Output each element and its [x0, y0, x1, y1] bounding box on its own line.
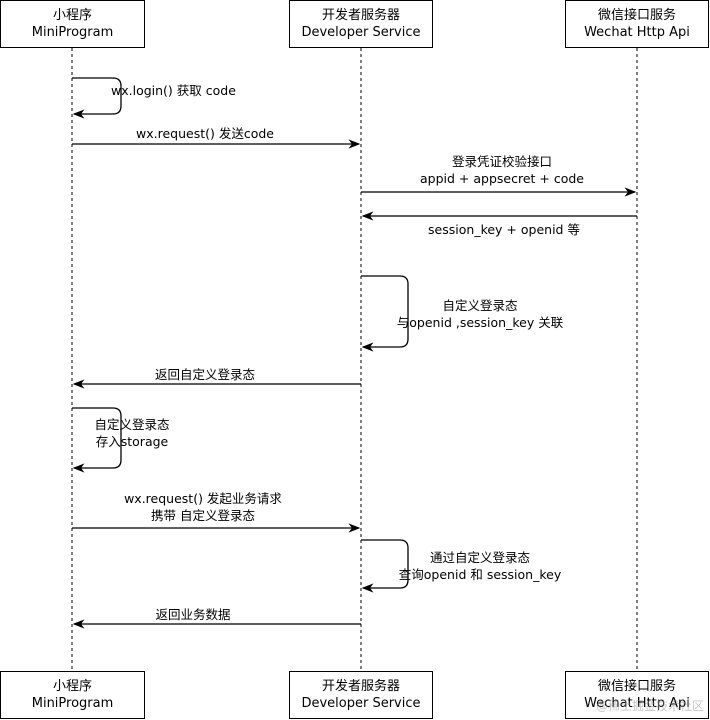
participant-name-en: MiniProgram: [31, 696, 114, 711]
message-label-line: 登录凭证校验接口: [451, 154, 553, 169]
message-arrow-wx-login: [72, 77, 122, 119]
message-label-line: 自定义登录态: [94, 417, 170, 432]
message-label-store-storage: 自定义登录态 存入storage: [94, 416, 169, 450]
participant-miniprogram-top: 小程序 MiniProgram: [0, 0, 145, 48]
watermark: @稀土掘金技术社区: [595, 699, 704, 713]
message-arrow-query-openid: [361, 539, 409, 593]
message-label-code2session: 登录凭证校验接口 appid + appsecret + code: [420, 153, 584, 187]
message-label-line: 通过自定义登录态: [429, 550, 531, 565]
participant-name-cn: 微信接口服务: [597, 8, 676, 23]
message-arrow-custom-session: [361, 275, 409, 352]
participant-name-en: MiniProgram: [31, 25, 114, 40]
participant-name-cn: 小程序: [52, 8, 92, 23]
message-label-query-openid: 通过自定义登录态 查询openid 和 session_key: [399, 549, 561, 583]
participant-name-en: Developer Service: [301, 25, 421, 40]
participant-name-en: Wechat Http Api: [584, 696, 690, 711]
participant-name-cn: 小程序: [52, 679, 92, 694]
message-label-line: 与openid ,session_key 关联: [396, 315, 564, 330]
message-label-send-code: wx.request() 发送code: [136, 125, 274, 142]
message-label-line: wx.request() 发送code: [136, 126, 274, 141]
message-label-line: 返回自定义登录态: [154, 367, 256, 382]
participant-name-cn: 微信接口服务: [597, 679, 676, 694]
participant-wechat-api-top: 微信接口服务 Wechat Http Api: [565, 0, 709, 48]
message-label-line: 返回业务数据: [155, 607, 231, 622]
participant-name-en: Wechat Http Api: [584, 25, 690, 40]
message-label-session-key-return: session_key + openid 等: [428, 221, 580, 238]
message-label-business-request: wx.request() 发起业务请求 携带 自定义登录态: [124, 490, 282, 524]
participant-developer-service-bottom: 开发者服务器 Developer Service: [289, 671, 433, 719]
participant-developer-service-top: 开发者服务器 Developer Service: [289, 0, 433, 48]
participant-miniprogram-bottom: 小程序 MiniProgram: [0, 671, 145, 719]
message-arrow-store-storage: [72, 407, 122, 473]
message-label-line: 携带 自定义登录态: [151, 508, 255, 523]
participant-name-cn: 开发者服务器: [321, 8, 400, 23]
message-label-wx-login: wx.login() 获取 code: [111, 82, 236, 99]
message-label-line: session_key + openid 等: [428, 222, 580, 237]
message-label-line: 自定义登录态: [442, 298, 518, 313]
message-label-line: 查询openid 和 session_key: [398, 567, 562, 582]
participant-name-en: Developer Service: [301, 696, 421, 711]
message-label-line: 存入storage: [95, 434, 169, 449]
message-label-custom-session: 自定义登录态 与openid ,session_key 关联: [397, 297, 563, 331]
message-label-return-session: 返回自定义登录态: [155, 366, 255, 383]
message-label-line: wx.request() 发起业务请求: [124, 491, 282, 506]
message-label-line: wx.login() 获取 code: [111, 83, 236, 98]
participant-name-cn: 开发者服务器: [321, 679, 400, 694]
message-label-return-business-data: 返回业务数据: [155, 606, 230, 623]
message-label-line: appid + appsecret + code: [420, 171, 584, 186]
participant-wechat-api-bottom: 微信接口服务 Wechat Http Api: [565, 671, 709, 719]
